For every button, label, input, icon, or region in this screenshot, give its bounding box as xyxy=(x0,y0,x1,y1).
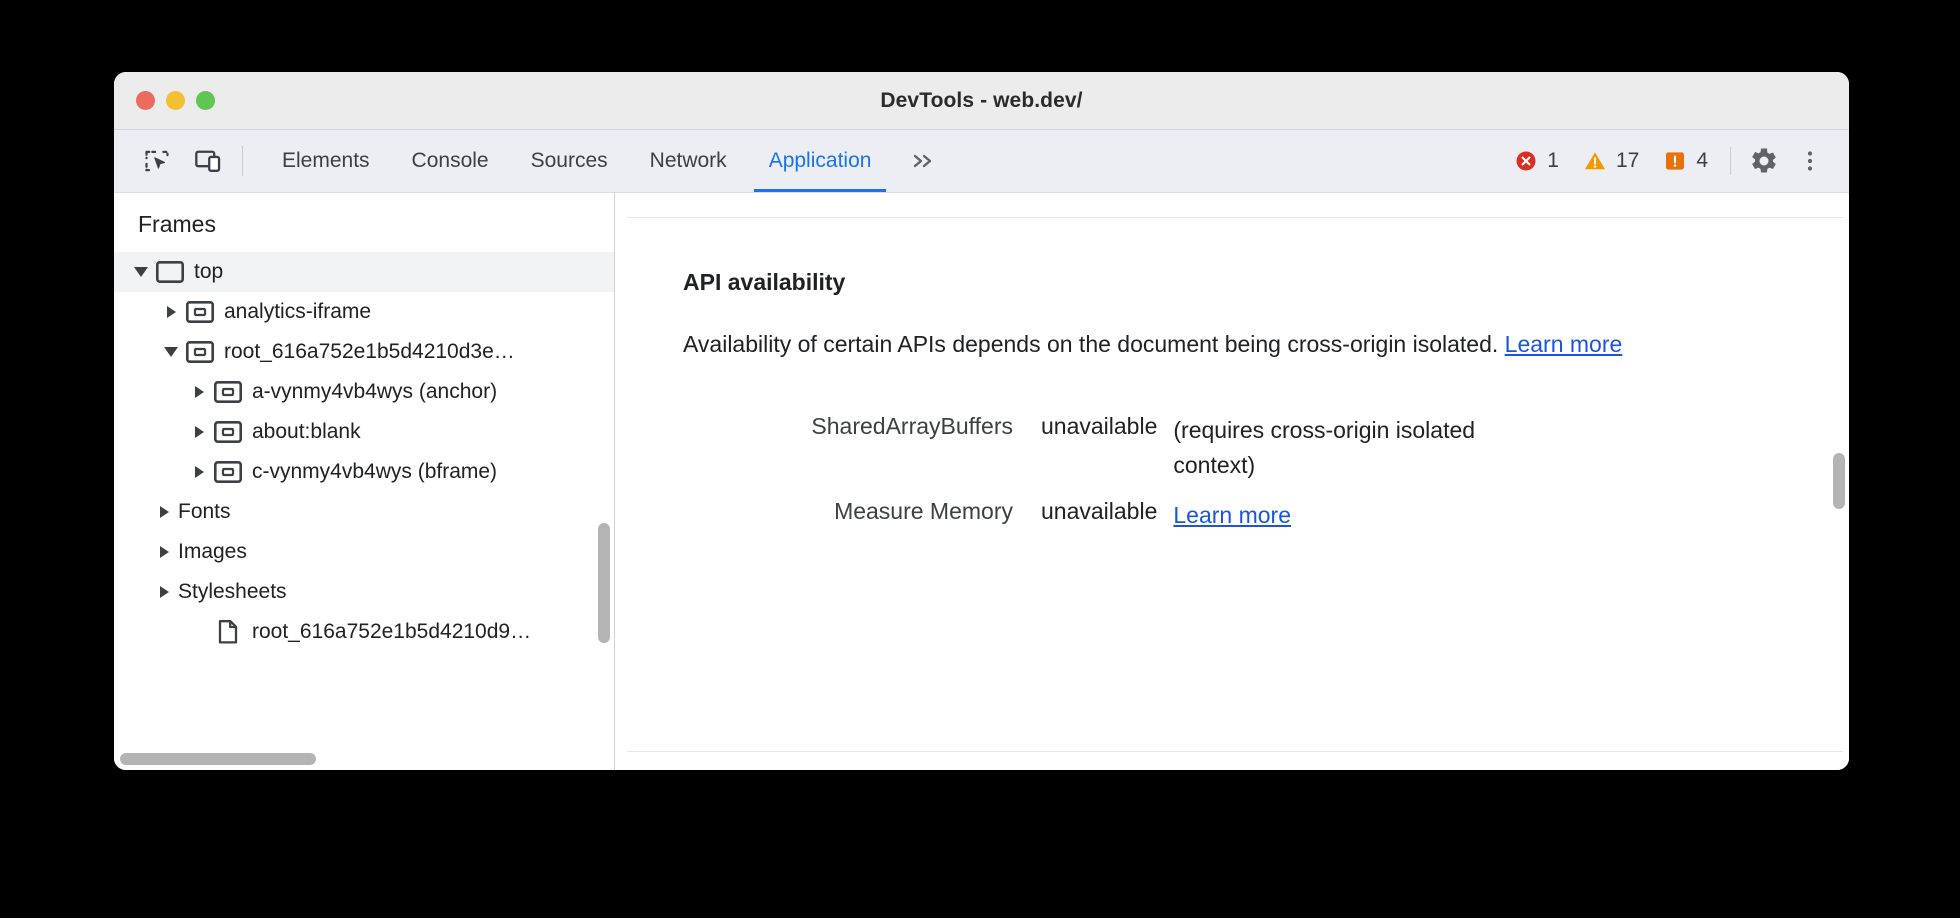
chevron-right-icon[interactable] xyxy=(188,426,210,438)
panel-top-divider xyxy=(627,217,1843,218)
learn-more-link[interactable]: Learn more xyxy=(1504,331,1623,357)
frame-icon xyxy=(213,421,243,443)
warning-count: 17 xyxy=(1615,149,1640,172)
panel-tabs: Elements Console Sources Network Applica… xyxy=(261,130,1502,192)
chevron-down-icon[interactable] xyxy=(130,267,152,277)
tree-item-images[interactable]: Images xyxy=(114,532,614,572)
tree-item-root-document-label: root_616a752e1b5d4210d9… xyxy=(252,620,532,643)
chevron-right-icon[interactable] xyxy=(160,586,178,598)
tree-item-about-blank[interactable]: about:blank xyxy=(114,412,614,452)
tab-console[interactable]: Console xyxy=(391,130,510,192)
tree-item-analytics-iframe-label: analytics-iframe xyxy=(224,300,372,323)
tree-item-analytics-iframe[interactable]: analytics-iframe xyxy=(114,292,614,332)
sidebar-header: Frames xyxy=(138,211,216,237)
error-icon xyxy=(1514,149,1538,173)
tree-item-bframe[interactable]: c-vynmy4vb4wys (bframe) xyxy=(114,452,614,492)
api-availability-section: API availability Availability of certain… xyxy=(615,193,1849,541)
tab-application[interactable]: Application xyxy=(748,130,893,192)
row-key-sharedarraybuffers: SharedArrayBuffers xyxy=(811,413,1013,440)
devtools-window: DevTools - web.dev/ xyxy=(114,72,1849,770)
frame-icon xyxy=(185,341,215,363)
inspect-element-icon[interactable] xyxy=(134,138,180,184)
tree-item-root-frame[interactable]: root_616a752e1b5d4210d3e… xyxy=(114,332,614,372)
page-title: API availability xyxy=(683,269,846,295)
frame-icon xyxy=(213,461,243,483)
window-titlebar: DevTools - web.dev/ xyxy=(114,72,1849,130)
issue-counter[interactable]: 4 xyxy=(1651,149,1720,173)
tree-item-root-frame-label: root_616a752e1b5d4210d3e… xyxy=(224,340,515,363)
frames-sidebar: Frames top xyxy=(114,193,615,770)
frame-icon xyxy=(185,301,215,323)
sidebar-vertical-scrollbar[interactable] xyxy=(598,523,610,643)
table-row: Measure Memory unavailable Learn more xyxy=(683,490,1503,541)
tab-elements[interactable]: Elements xyxy=(261,130,391,192)
more-vertical-icon[interactable] xyxy=(1787,138,1833,184)
row-key-measure-memory: Measure Memory xyxy=(834,498,1013,525)
window-title: DevTools - web.dev/ xyxy=(880,88,1083,112)
measure-memory-learn-more-link[interactable]: Learn more xyxy=(1173,502,1291,529)
warning-icon xyxy=(1583,149,1607,173)
tab-sources[interactable]: Sources xyxy=(510,130,629,192)
maximize-window-button[interactable] xyxy=(196,91,215,110)
tree-item-top-label: top xyxy=(194,260,224,283)
chevron-right-icon[interactable] xyxy=(160,506,178,518)
error-counter[interactable]: 1 xyxy=(1502,149,1571,173)
tree-item-fonts[interactable]: Fonts xyxy=(114,492,614,532)
tab-network-label: Network xyxy=(649,149,727,172)
tree-item-stylesheets[interactable]: Stylesheets xyxy=(114,572,614,612)
tree-item-images-label: Images xyxy=(178,540,247,563)
tree-item-root-document[interactable]: root_616a752e1b5d4210d9… xyxy=(114,612,614,652)
tab-network[interactable]: Network xyxy=(629,130,748,192)
more-tabs-icon[interactable] xyxy=(892,130,952,192)
chevron-right-icon[interactable] xyxy=(188,386,210,398)
table-row: SharedArrayBuffers unavailable (requires… xyxy=(683,405,1503,490)
tree-item-about-blank-label: about:blank xyxy=(252,420,361,443)
tree-item-fonts-label: Fonts xyxy=(178,500,231,523)
tree-item-anchor-frame[interactable]: a-vynmy4vb4wys (anchor) xyxy=(114,372,614,412)
tab-elements-label: Elements xyxy=(282,149,370,172)
description-text: Availability of certain APIs depends on … xyxy=(683,331,1505,357)
close-window-button[interactable] xyxy=(136,91,155,110)
toolbar-divider xyxy=(242,146,243,176)
application-main-panel: API availability Availability of certain… xyxy=(615,193,1849,770)
minimize-window-button[interactable] xyxy=(166,91,185,110)
api-availability-table: SharedArrayBuffers unavailable (requires… xyxy=(683,405,1503,541)
tab-application-label: Application xyxy=(768,149,872,172)
row-value-sharedarraybuffers: unavailable xyxy=(1041,413,1158,440)
frames-tree: top analytics-iframe xyxy=(114,252,614,652)
row-note-sharedarraybuffers: (requires cross-origin isolated context) xyxy=(1173,417,1476,478)
warning-counter[interactable]: 17 xyxy=(1571,149,1651,173)
devtools-toolbar: Elements Console Sources Network Applica… xyxy=(114,130,1849,193)
devtools-body: Frames top xyxy=(114,193,1849,770)
tab-console-label: Console xyxy=(411,149,489,172)
row-note-measure-memory: Learn more xyxy=(1173,490,1503,541)
chevron-down-icon[interactable] xyxy=(160,347,182,357)
sidebar-horizontal-scrollbar[interactable] xyxy=(120,753,316,765)
main-vertical-scrollbar[interactable] xyxy=(1833,453,1845,509)
frame-icon xyxy=(213,381,243,403)
tree-item-bframe-label: c-vynmy4vb4wys (bframe) xyxy=(252,460,498,483)
chevron-right-icon[interactable] xyxy=(160,546,178,558)
toolbar-right: 1 17 xyxy=(1502,130,1849,192)
tree-item-stylesheets-label: Stylesheets xyxy=(178,580,287,603)
api-availability-description: Availability of certain APIs depends on … xyxy=(683,328,1663,361)
device-toolbar-icon[interactable] xyxy=(186,138,232,184)
toolbar-left-icons xyxy=(126,130,261,192)
document-icon xyxy=(213,619,243,645)
tab-sources-label: Sources xyxy=(530,149,608,172)
panel-bottom-divider xyxy=(627,751,1843,752)
gear-icon[interactable] xyxy=(1741,138,1787,184)
chevron-right-icon[interactable] xyxy=(188,466,210,478)
error-count: 1 xyxy=(1547,149,1559,172)
issue-icon xyxy=(1663,149,1687,173)
issue-count: 4 xyxy=(1696,149,1708,172)
traffic-lights xyxy=(136,91,215,110)
tree-item-top[interactable]: top xyxy=(114,252,614,292)
tree-item-anchor-frame-label: a-vynmy4vb4wys (anchor) xyxy=(252,380,498,403)
chevron-right-icon[interactable] xyxy=(160,306,182,318)
row-value-measure-memory: unavailable xyxy=(1041,498,1158,525)
toolbar-right-divider xyxy=(1730,147,1731,175)
frame-top-icon xyxy=(155,261,185,283)
